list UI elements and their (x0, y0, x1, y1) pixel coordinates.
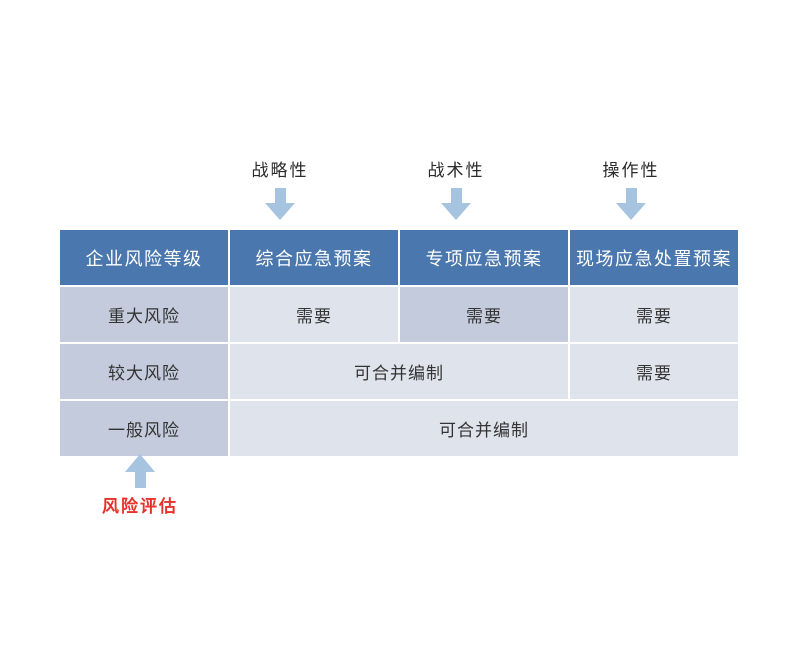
cell-major-comprehensive: 需要 (228, 285, 400, 344)
risk-plan-matrix-table: 企业风险等级 综合应急预案 专项应急预案 现场应急处置预案 重大风险 需要 需要… (58, 228, 740, 458)
row-label-larger-risk: 较大风险 (58, 342, 230, 401)
cell-larger-merged-plan: 可合并编制 (228, 342, 570, 401)
callout-risk-assessment-label: 风险评估 (102, 497, 178, 517)
callout-operational: 操作性 (551, 160, 711, 220)
callout-tactical-label: 战术性 (427, 161, 485, 181)
arrow-up-icon (125, 454, 155, 488)
row-label-general-risk: 一般风险 (58, 399, 230, 458)
table-header-cell-comprehensive-plan: 综合应急预案 (228, 228, 400, 287)
callout-tactical: 战术性 (376, 160, 536, 220)
table-header-cell-special-plan: 专项应急预案 (398, 228, 570, 287)
callout-operational-label: 操作性 (602, 161, 660, 181)
table-header-row: 企业风险等级 综合应急预案 专项应急预案 现场应急处置预案 (58, 228, 740, 287)
arrow-down-icon (265, 188, 295, 220)
arrow-down-icon (616, 188, 646, 220)
table-header-cell-risk-level: 企业风险等级 (58, 228, 230, 287)
callout-strategic: 战略性 (200, 160, 360, 220)
table-row: 重大风险 需要 需要 需要 (58, 285, 740, 344)
callout-risk-assessment: 风险评估 (60, 454, 220, 517)
cell-larger-onsite: 需要 (568, 342, 740, 401)
row-label-major-risk: 重大风险 (58, 285, 230, 344)
callout-strategic-label: 战略性 (251, 161, 309, 181)
table-header-cell-onsite-plan: 现场应急处置预案 (568, 228, 740, 287)
cell-major-onsite: 需要 (568, 285, 740, 344)
table-row: 一般风险 可合并编制 (58, 399, 740, 458)
table-row: 较大风险 可合并编制 需要 (58, 342, 740, 401)
arrow-down-icon (441, 188, 471, 220)
cell-general-merged-plan: 可合并编制 (228, 399, 740, 458)
cell-major-special: 需要 (398, 285, 570, 344)
